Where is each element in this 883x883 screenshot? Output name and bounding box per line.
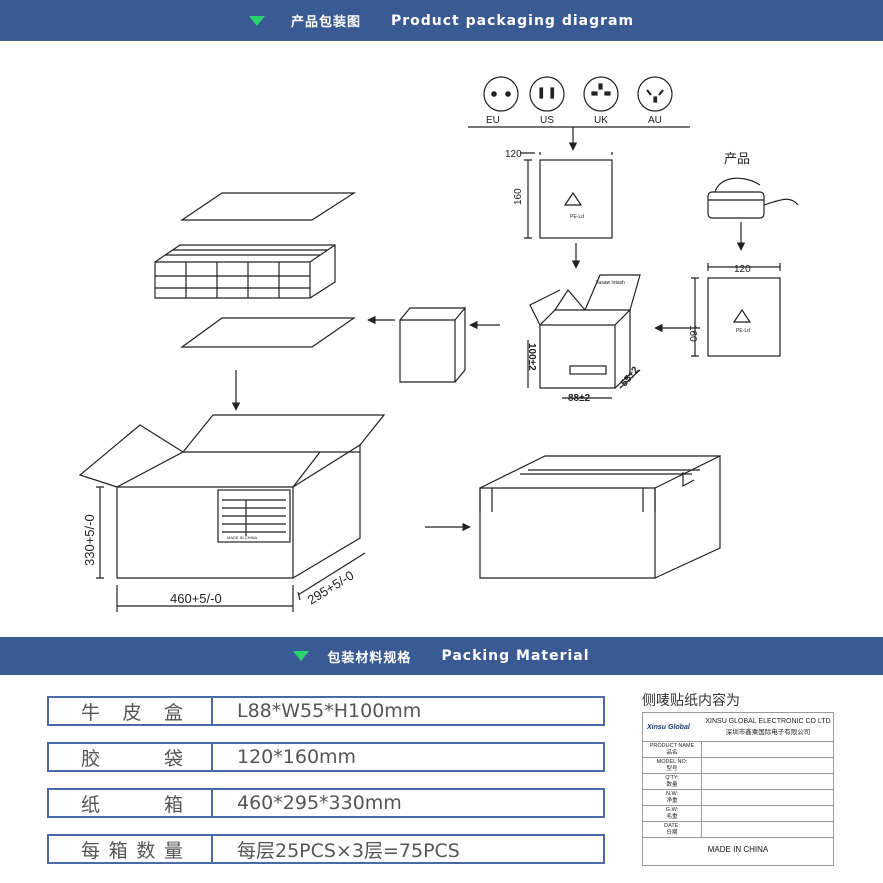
spec-value: 120*160mm <box>237 746 357 768</box>
label-field-value <box>702 774 833 789</box>
plug-label-us: US <box>540 115 554 126</box>
section-header-product-diagram: 产品包装图 Product packaging diagram <box>0 0 883 41</box>
bag2-code-label: PE-Ld <box>736 328 750 334</box>
label-field-row: G.W:毛重 <box>643 806 833 822</box>
box-depth-label: 55±2 <box>619 365 642 389</box>
label-footer: MADE IN CHINA <box>707 844 769 854</box>
plug-label-eu: EU <box>486 115 500 126</box>
plug-label-uk: UK <box>594 115 608 126</box>
section-title-en: Packing Material <box>441 648 590 664</box>
side-label-title: 侧唛贴纸内容为 <box>642 693 740 709</box>
plug-uk-icon <box>583 76 619 112</box>
bag-height-label: 160 <box>513 188 524 205</box>
bag-code-label: PE-Ld <box>570 214 584 220</box>
plug-au-icon <box>637 76 673 112</box>
label-field-value <box>702 806 833 821</box>
label-field-value <box>702 822 833 837</box>
packaging-diagram: EU US UK AU 120 160 PE-Ld 产品 120 160 PE-… <box>78 76 799 612</box>
triangle-down-icon <box>248 15 265 26</box>
carton-label-footer: MADE IN CHINA <box>227 535 258 540</box>
spec-row-quantity: 每箱数量 每层25PCS×3层=75PCS <box>47 834 605 864</box>
spec-row-kraft-box: 牛皮盒 L88*W55*H100mm <box>47 696 605 726</box>
label-field-row: Q'TY:数量 <box>643 774 833 790</box>
label-field-key: DATE:日期 <box>643 822 702 837</box>
company-cn: 深圳市鑫粟国际电子有限公司 <box>725 728 811 736</box>
label-field-key: G.W:毛重 <box>643 806 702 821</box>
spec-row-bag: 胶袋 120*160mm <box>47 742 605 772</box>
box-tab-label: Ilasaw iotash <box>596 280 625 286</box>
product-label: 产品 <box>724 152 750 167</box>
section-header-packing-material: 包装材料规格 Packing Material <box>0 637 883 675</box>
label-field-key: MODEL NO:型号 <box>643 758 702 773</box>
spec-label: 纸箱 <box>49 790 213 816</box>
spec-value: L88*W55*H100mm <box>237 700 422 722</box>
section-title-cn: 包装材料规格 <box>327 650 412 666</box>
label-field-key: Q'TY:数量 <box>643 774 702 789</box>
boxes-grid <box>154 244 336 299</box>
label-header: Xinsu Global XINSU GLOBAL ELECTRONIC CO … <box>643 713 833 742</box>
label-field-value <box>702 790 833 805</box>
spec-value: 每层25PCS×3层=75PCS <box>237 839 460 862</box>
box-width-label: 88±2 <box>568 393 591 404</box>
label-field-row: N.W:净重 <box>643 790 833 806</box>
label-company: XINSU GLOBAL ELECTRONIC CO LTD 深圳市鑫粟国际电子… <box>703 717 833 737</box>
carton-width-label: 460+5/-0 <box>170 591 222 606</box>
spec-label: 牛皮盒 <box>49 698 213 724</box>
carton-height-label: 330+5/-0 <box>82 514 97 566</box>
xinsu-logo: Xinsu Global <box>647 723 690 731</box>
bag-width-label: 120 <box>505 149 522 160</box>
section-title-cn: 产品包装图 <box>290 15 361 30</box>
spec-row-carton: 纸箱 460*295*330mm <box>47 788 605 818</box>
section-title-en: Product packaging diagram <box>390 12 635 29</box>
label-field-row: DATE:日期 <box>643 822 833 838</box>
plug-eu-icon <box>483 76 519 112</box>
label-field-value <box>702 758 833 773</box>
bag2-width-label: 120 <box>734 264 751 275</box>
label-field-row: MODEL NO:型号 <box>643 758 833 774</box>
side-label-sheet: Xinsu Global XINSU GLOBAL ELECTRONIC CO … <box>642 712 834 866</box>
box-height-label: 100±2 <box>526 343 537 371</box>
bag2-height-label: 160 <box>687 325 698 342</box>
side-label-card: 侧唛贴纸内容为 Xinsu Global XINSU GLOBAL ELECTR… <box>640 688 836 872</box>
triangle-down-icon <box>293 651 310 661</box>
spec-label: 胶袋 <box>49 744 213 770</box>
spec-value: 460*295*330mm <box>237 792 402 814</box>
label-field-key: N.W:净重 <box>643 790 702 805</box>
carton-depth-label: 295+5/-0 <box>305 567 357 607</box>
label-field-value <box>702 742 833 757</box>
plug-us-icon <box>529 76 565 112</box>
spec-label: 每箱数量 <box>49 836 213 862</box>
company-en: XINSU GLOBAL ELECTRONIC CO LTD <box>705 718 831 725</box>
plug-label-au: AU <box>648 115 662 126</box>
